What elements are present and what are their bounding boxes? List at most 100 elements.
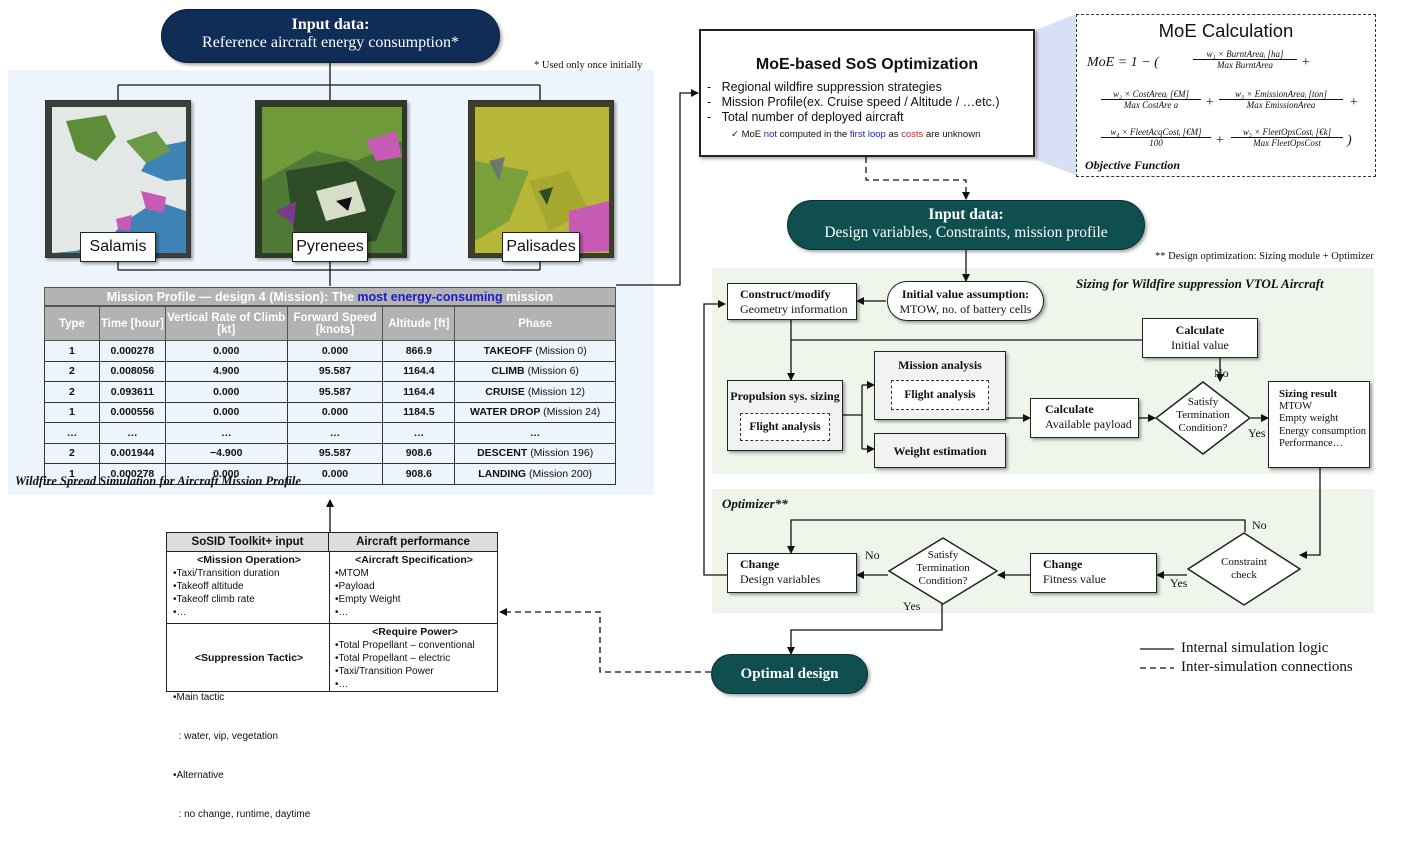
table-cell-fs: 95.587: [286, 381, 384, 403]
toolkit-right-header: Aircraft performance: [329, 533, 497, 552]
table-cell-type: …: [44, 422, 100, 444]
table-cell-phase: …: [454, 422, 616, 444]
satisfy2-line: Condition?: [918, 575, 968, 587]
moe-term5: w₅ × FleetOpsCostᵢ [€k] Max FleetOpsCost: [1231, 127, 1343, 148]
col-type: Type: [44, 306, 100, 341]
table-cell-type: 2: [44, 360, 100, 382]
moe-term5-num: w₅ × FleetOpsCostᵢ [€k]: [1231, 127, 1343, 138]
table-cell-vrc: −4.900: [164, 442, 288, 464]
aircraft-spec-cell: <Aircraft Specification> •MTOM •Payload …: [335, 554, 493, 619]
mission-analysis-box: Mission analysis Flight analysis: [874, 351, 1006, 420]
table-cell-phase: LANDING (Mission 200): [454, 463, 616, 485]
table-cell-time: 0.008056: [98, 360, 166, 382]
phase-label: DESCENT: [477, 447, 528, 460]
mission-profile-grid: Type Time [hour] Vertical Rate of Climb …: [44, 306, 616, 485]
moe-plus: +: [1215, 133, 1225, 148]
satisfy1-no: No: [1214, 366, 1229, 380]
satisfy1-line: Termination: [1176, 409, 1230, 421]
mission-profile-title: Mission Profile — design 4 (Mission): Th…: [44, 287, 616, 306]
map-palisades-image: [475, 107, 609, 253]
weight-estimation-box: Weight estimation: [874, 433, 1006, 468]
constraint-yes: Yes: [1170, 576, 1188, 590]
calc-payload-title: Calculate: [1045, 402, 1094, 416]
table-cell-phase: CLIMB (Mission 6): [454, 360, 616, 382]
sizing-result-item: MTOW: [1279, 400, 1313, 412]
optimal-design-label: Optimal design: [740, 666, 839, 682]
satisfy1-diamond: [1155, 381, 1251, 455]
sos-item: - Mission Profile(ex. Cruise speed / Alt…: [707, 95, 1000, 109]
weight-estimation-label: Weight estimation: [893, 444, 987, 458]
mission-profile-title-post: mission: [502, 290, 554, 304]
mission-profile-table: Mission Profile — design 4 (Mission): Th…: [44, 287, 616, 485]
moe-term1-num: w₁ × BurntAreaᵢ [ha]: [1193, 49, 1297, 60]
legend-dashed-label: Inter-simulation connections: [1181, 659, 1353, 675]
satisfy2-text: Satisfy Termination Condition?: [900, 549, 986, 588]
mission-operation-cell: <Mission Operation> •Taxi/Transition dur…: [173, 554, 325, 619]
sos-list: - Regional wildfire suppression strategi…: [707, 80, 1033, 125]
sos-note: ✓ MoE not computed in the first loop as …: [731, 129, 981, 140]
moe-plus: +: [1349, 95, 1359, 110]
table-cell-fs: 0.000: [286, 463, 384, 485]
require-power-item: •…: [335, 679, 349, 690]
mission-profile-title-highlight: most energy-consuming: [357, 290, 503, 304]
construct-box: Construct/modify Geometry information: [727, 283, 857, 320]
change-dv-title: Change: [740, 557, 780, 571]
phase-label: …: [529, 426, 541, 439]
moe-term3-num: w₃ × EmissionAreaᵢ [ton]: [1219, 89, 1343, 100]
optimal-design: Optimal design: [711, 654, 868, 694]
table-cell-time: 0.000278: [98, 340, 166, 362]
map-label-pyrenees: Pyrenees: [292, 232, 368, 262]
input-data-mid-subtitle: Design variables, Constraints, mission p…: [824, 224, 1108, 241]
suppression-item: •Alternative: [173, 770, 224, 781]
propulsion-box: Propulsion sys. sizing Flight analysis: [727, 380, 843, 451]
phase-mission: (Mission 12): [527, 385, 586, 398]
map-label-palisades: Palisades: [502, 232, 580, 262]
mission-operation-item: •Taxi/Transition duration: [173, 568, 280, 579]
initial-assumption-sub: MTOW, no. of battery cells: [899, 302, 1032, 316]
construct-title: Construct/modify: [740, 287, 831, 301]
table-cell-fs: 95.587: [286, 442, 384, 464]
table-cell-vrc: 0.000: [164, 463, 288, 485]
satisfy1-line: Satisfy: [1187, 396, 1219, 408]
phase-mission: (Mission 6): [527, 365, 579, 378]
table-cell-vrc: …: [164, 422, 288, 444]
moe-term4-num: w₄ × FleetAcqCostᵢ [€M]: [1101, 127, 1211, 138]
propulsion-inner-label: Flight analysis: [749, 421, 821, 433]
construct-sub: Geometry information: [740, 302, 848, 316]
constraint-text: Constraint check: [1207, 556, 1281, 582]
moe-term3: w₃ × EmissionAreaᵢ [ton] Max EmissionAre…: [1219, 89, 1343, 110]
moe-term5-den: Max FleetOpsCost: [1253, 138, 1321, 148]
table-cell-type: 1: [44, 340, 100, 362]
input-data-top-subtitle: Reference aircraft energy consumption*: [202, 34, 459, 51]
require-power-item: •Total Propellant – conventional: [335, 640, 475, 651]
table-row: ………………: [44, 422, 616, 444]
moe-calculation-box: MoE Calculation MoE = 1 − ( w₁ × BurntAr…: [1076, 14, 1376, 177]
moe-term2-num: w₂ × CostAreaᵢ [€M]: [1101, 89, 1201, 100]
moe-term2: w₂ × CostAreaᵢ [€M] Max CostAre a: [1101, 89, 1201, 110]
moe-plus: +: [1301, 55, 1311, 70]
col-time: Time [hour]: [98, 306, 166, 341]
table-cell-time: 0.000556: [98, 401, 166, 423]
table-cell-vrc: 0.000: [164, 381, 288, 403]
initial-assumption-box: Initial value assumption: MTOW, no. of b…: [887, 281, 1044, 321]
require-power-title: <Require Power>: [372, 626, 458, 638]
change-fitness-box: Change Fitness value: [1030, 553, 1157, 593]
input-data-top: Input data: Reference aircraft energy co…: [161, 9, 500, 63]
map-salamis-image: [52, 107, 186, 253]
change-dv-sub: Design variables: [740, 572, 821, 586]
calc-payload-box: Calculate Available payload: [1030, 398, 1139, 438]
suppression-tactic-title: <Suppression Tactic>: [194, 652, 304, 664]
moe-term3-den: Max EmissionArea: [1246, 100, 1316, 110]
aircraft-spec-item: •…: [335, 607, 349, 618]
table-cell-alt: …: [382, 422, 456, 444]
mission-operation-item: •…: [173, 607, 187, 618]
col-forward-speed: Forward Speed [knots]: [286, 306, 384, 341]
table-cell-fs: …: [286, 422, 384, 444]
design-note: ** Design optimization: Sizing module + …: [1155, 251, 1374, 262]
table-cell-type: 1: [44, 401, 100, 423]
constraint-line: check: [1231, 569, 1257, 581]
moe-lhs: MoE = 1 − (: [1087, 55, 1159, 70]
